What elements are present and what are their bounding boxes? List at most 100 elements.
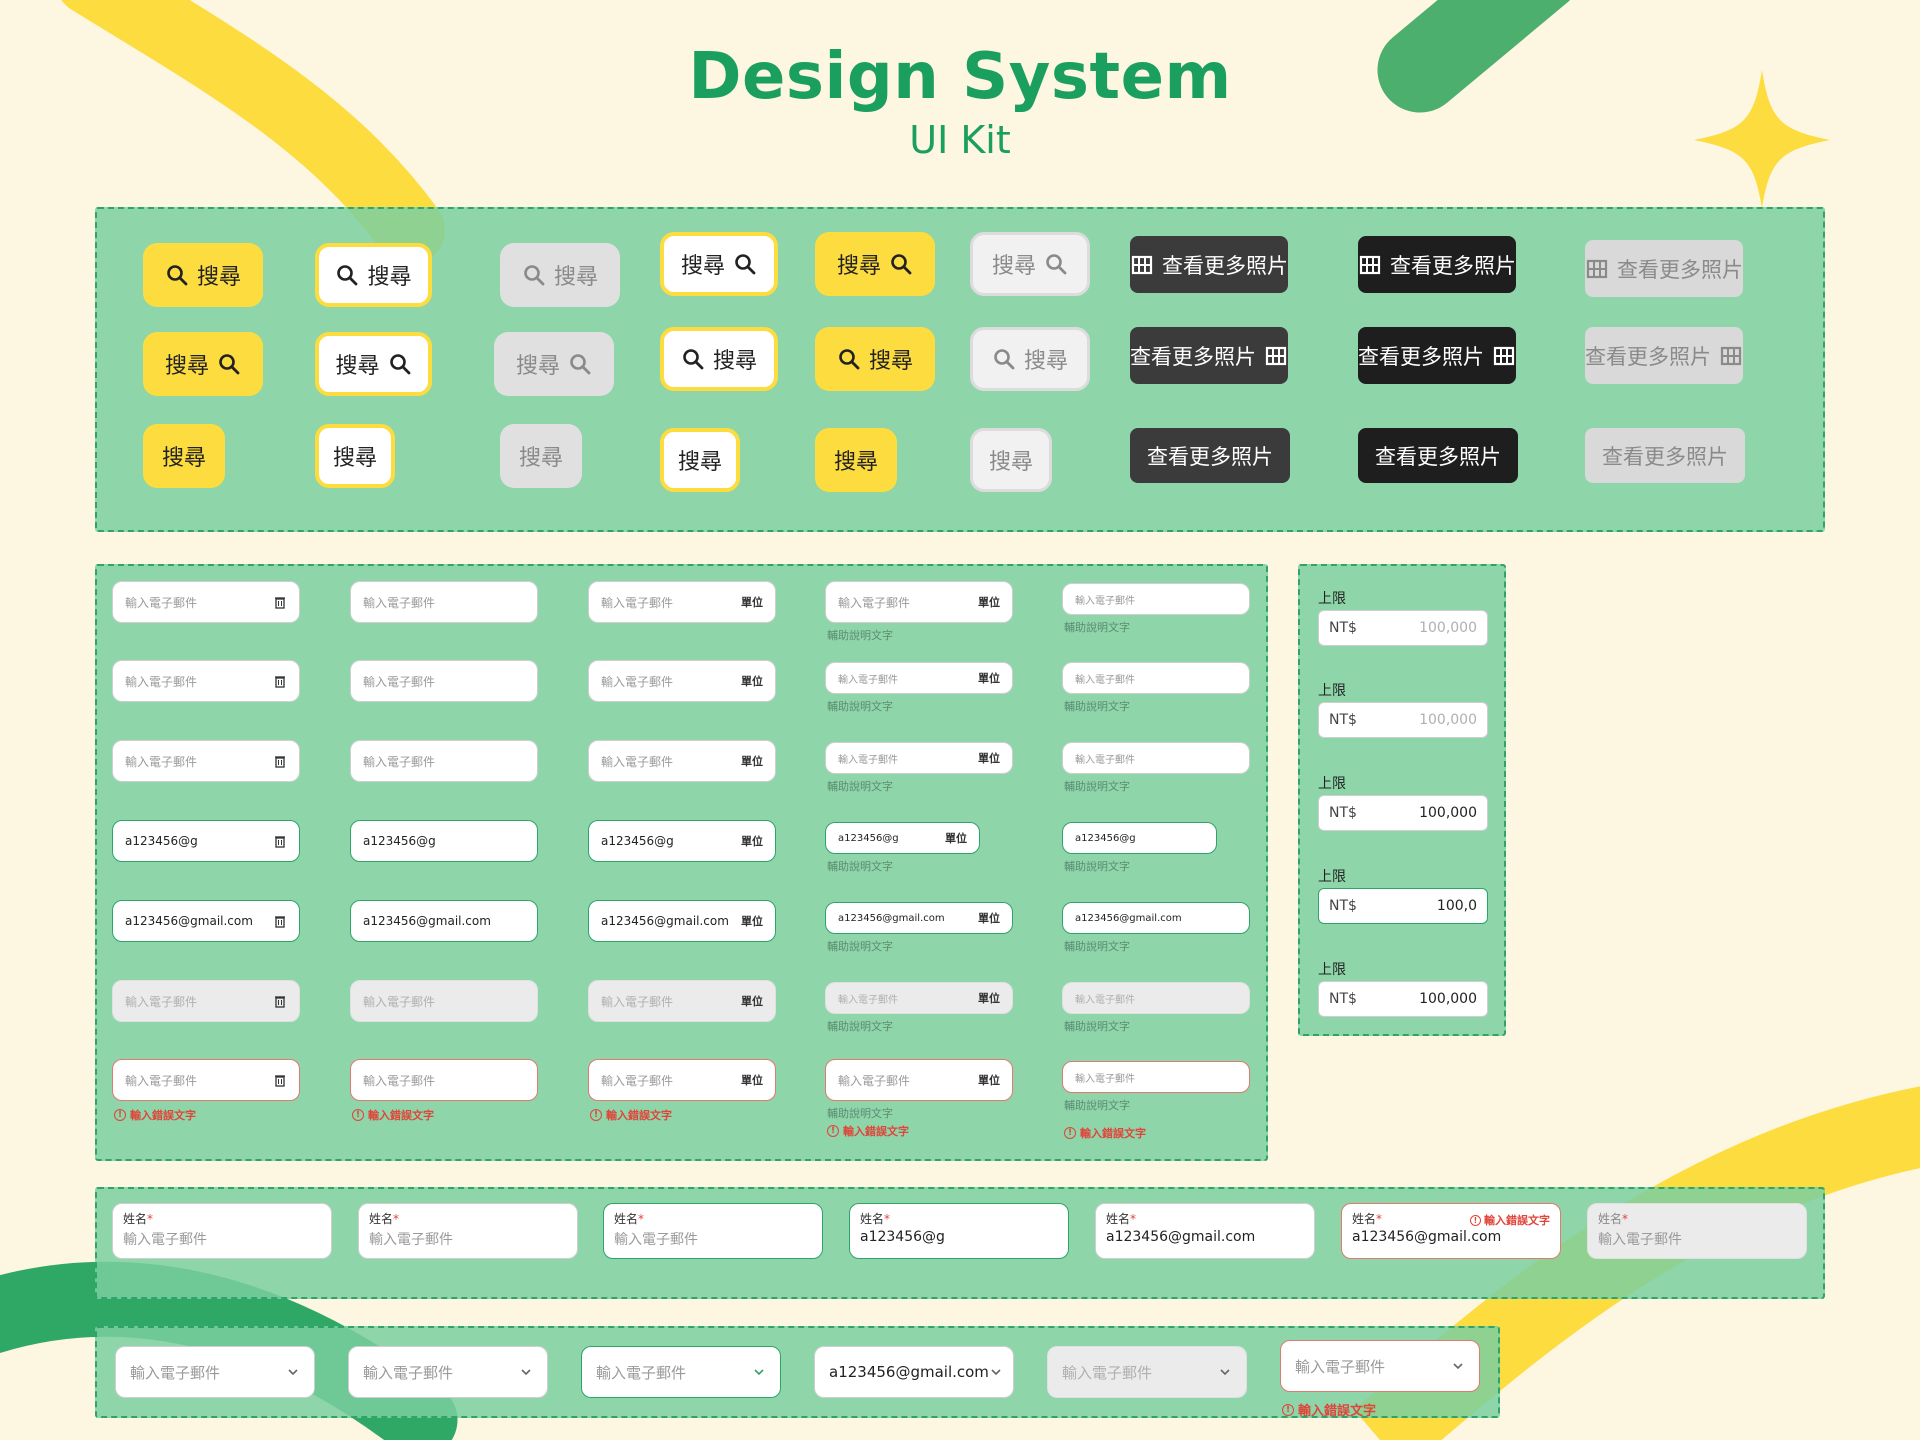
email-input[interactable]: 輸入電子郵件單位 <box>825 662 1013 694</box>
search-label: 搜尋 <box>677 450 722 475</box>
email-input[interactable]: 輸入電子郵件 <box>112 740 300 782</box>
more-photos-button[interactable]: 查看更多照片 <box>1585 240 1743 297</box>
amount-input[interactable]: NT$100,0 <box>1318 888 1488 924</box>
email-input[interactable]: 輸入電子郵件單位 <box>588 740 776 782</box>
name-field[interactable]: 姓名*a123456@g <box>849 1203 1069 1259</box>
input-value: 輸入電子郵件 <box>1075 994 1135 1006</box>
more-photos-button[interactable]: 查看更多照片 <box>1358 236 1516 293</box>
email-input[interactable]: 輸入電子郵件 <box>112 980 300 1022</box>
email-input[interactable]: 輸入電子郵件 <box>112 1059 300 1101</box>
email-input[interactable]: a123456@gmail.com <box>112 900 300 942</box>
more-photos-button[interactable]: 查看更多照片 <box>1585 327 1743 384</box>
search-button[interactable]: 搜尋 <box>143 332 263 396</box>
search-button[interactable]: 搜尋 <box>494 332 614 396</box>
search-icon <box>389 354 410 375</box>
name-field[interactable]: 姓名*輸入電子郵件 <box>358 1203 578 1259</box>
search-button[interactable]: 搜尋 <box>815 232 935 296</box>
name-field[interactable]: 姓名*輸入電子郵件 <box>112 1203 332 1259</box>
email-input[interactable]: a123456@g <box>112 820 300 862</box>
email-input[interactable]: 輸入電子郵件 <box>1062 982 1250 1014</box>
email-input[interactable]: 輸入電子郵件 <box>350 740 538 782</box>
trash-icon[interactable] <box>273 994 287 1008</box>
email-input[interactable]: 輸入電子郵件 <box>350 660 538 702</box>
email-input[interactable]: 輸入電子郵件 <box>350 980 538 1022</box>
email-input[interactable]: a123456@gmail.com <box>350 900 538 942</box>
amount-input[interactable]: NT$100,000 <box>1318 610 1488 646</box>
trash-icon[interactable] <box>273 595 287 609</box>
email-select[interactable]: a123456@gmail.com <box>814 1346 1014 1398</box>
search-button[interactable]: 搜尋 <box>500 243 620 307</box>
input-value: 輸入電子郵件 <box>125 595 198 610</box>
name-field[interactable]: 姓名*輸入電子郵件 <box>1587 1203 1807 1259</box>
search-button[interactable]: 搜尋 <box>315 243 432 307</box>
helper-text: 輔助說明文字 <box>1064 940 1130 953</box>
search-button[interactable]: 搜尋 <box>970 428 1052 492</box>
email-input[interactable]: 輸入電子郵件單位 <box>825 982 1013 1014</box>
email-input[interactable]: 輸入電子郵件 <box>1062 662 1250 694</box>
search-button[interactable]: 搜尋 <box>143 424 225 488</box>
search-button[interactable]: 搜尋 <box>970 232 1090 296</box>
more-photos-button[interactable]: 查看更多照片 <box>1130 236 1288 293</box>
email-select[interactable]: 輸入電子郵件 <box>115 1346 315 1398</box>
helper-text: 輔助說明文字 <box>827 700 893 713</box>
search-button[interactable]: 搜尋 <box>315 332 432 396</box>
search-button[interactable]: 搜尋 <box>143 243 263 307</box>
name-field[interactable]: 姓名*a123456@gmail.com!輸入錯誤文字 <box>1341 1203 1561 1259</box>
trash-icon[interactable] <box>273 754 287 768</box>
trash-icon[interactable] <box>273 914 287 928</box>
name-field[interactable]: 姓名*a123456@gmail.com <box>1095 1203 1315 1259</box>
email-input[interactable]: 輸入電子郵件單位 <box>588 660 776 702</box>
search-button[interactable]: 搜尋 <box>660 232 778 296</box>
search-button[interactable]: 搜尋 <box>815 428 897 492</box>
email-select[interactable]: 輸入電子郵件 <box>348 1346 548 1398</box>
email-input[interactable]: 輸入電子郵件 <box>1062 1061 1250 1093</box>
helper-text: 輔助說明文字 <box>827 940 893 953</box>
more-photos-label: 查看更多照片 <box>1130 344 1256 369</box>
more-photos-button[interactable]: 查看更多照片 <box>1585 428 1745 483</box>
select-panel <box>95 1326 1500 1418</box>
amount-input[interactable]: NT$100,000 <box>1318 702 1488 738</box>
search-button[interactable]: 搜尋 <box>660 428 740 492</box>
trash-icon[interactable] <box>273 834 287 848</box>
email-input[interactable]: 輸入電子郵件單位 <box>588 1059 776 1101</box>
search-button[interactable]: 搜尋 <box>970 327 1090 391</box>
email-input[interactable]: 輸入電子郵件 <box>112 660 300 702</box>
email-input[interactable]: 輸入電子郵件 <box>350 581 538 623</box>
more-photos-button[interactable]: 查看更多照片 <box>1358 428 1518 483</box>
email-input[interactable]: 輸入電子郵件單位 <box>588 980 776 1022</box>
amount-input[interactable]: NT$100,000 <box>1318 981 1488 1017</box>
email-input[interactable]: 輸入電子郵件單位 <box>825 1059 1013 1101</box>
currency-label: NT$ <box>1329 620 1357 636</box>
name-field[interactable]: 姓名*輸入電子郵件 <box>603 1203 823 1259</box>
more-photos-button[interactable]: 查看更多照片 <box>1358 327 1516 384</box>
email-input[interactable]: 輸入電子郵件 <box>1062 742 1250 774</box>
email-input[interactable]: a123456@g <box>1062 822 1217 854</box>
email-select[interactable]: 輸入電子郵件 <box>581 1346 781 1398</box>
email-input[interactable]: 輸入電子郵件單位 <box>825 581 1013 623</box>
more-photos-button[interactable]: 查看更多照片 <box>1130 327 1288 384</box>
search-button[interactable]: 搜尋 <box>315 424 395 488</box>
email-input[interactable]: 輸入電子郵件 <box>350 1059 538 1101</box>
error-message: !輸入錯誤文字 <box>352 1107 434 1123</box>
search-button[interactable]: 搜尋 <box>500 424 582 488</box>
search-button[interactable]: 搜尋 <box>660 327 778 391</box>
trash-icon[interactable] <box>273 674 287 688</box>
email-input[interactable]: a123456@g <box>350 820 538 862</box>
helper-text: 輔助說明文字 <box>1064 700 1130 713</box>
email-input[interactable]: 輸入電子郵件 <box>112 581 300 623</box>
chevron-down-icon <box>991 1369 1001 1376</box>
email-select[interactable]: 輸入電子郵件 <box>1280 1340 1480 1392</box>
amount-input[interactable]: NT$100,000 <box>1318 795 1488 831</box>
search-button[interactable]: 搜尋 <box>815 327 935 391</box>
email-select[interactable]: 輸入電子郵件 <box>1047 1346 1247 1398</box>
email-input[interactable]: 輸入電子郵件 <box>1062 583 1250 615</box>
email-input[interactable]: a123456@gmail.com <box>1062 902 1250 934</box>
more-photos-button[interactable]: 查看更多照片 <box>1130 428 1290 483</box>
email-input[interactable]: 輸入電子郵件單位 <box>825 742 1013 774</box>
trash-icon[interactable] <box>273 1073 287 1087</box>
email-input[interactable]: 輸入電子郵件單位 <box>588 581 776 623</box>
